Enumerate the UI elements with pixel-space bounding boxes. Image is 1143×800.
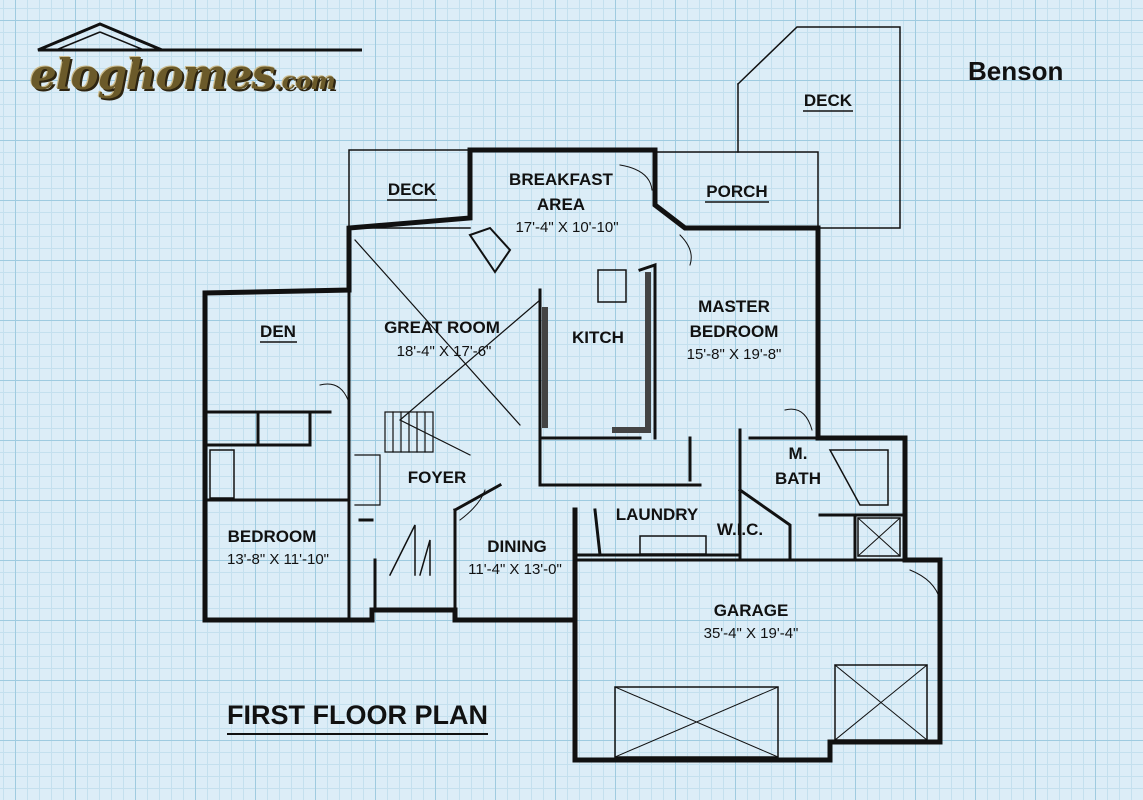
- plan-title: FIRST FLOOR PLAN: [227, 700, 488, 735]
- washer-icon: [639, 535, 707, 555]
- kitchen-sink-icon: [597, 269, 627, 303]
- master-label-1: MASTER: [698, 297, 770, 316]
- breakfast-label-1: BREAKFAST: [509, 170, 614, 189]
- brand-logo: eloghomes.com: [30, 50, 336, 99]
- den-label: DEN: [260, 322, 296, 341]
- bathtub-icon: [828, 449, 889, 506]
- master-dimensions: 15'-8" X 19'-8": [687, 346, 782, 363]
- kitchen-label: KITCH: [572, 328, 624, 347]
- bedroom-bath-tub-icon: [209, 449, 235, 499]
- brand-name: eloghomes: [30, 50, 275, 99]
- garage-door-left: [614, 686, 779, 758]
- brand-tld: .com: [274, 66, 335, 95]
- great-room-vault-lines: [354, 239, 541, 456]
- deck-top-outline: [736, 26, 901, 229]
- laundry-label: LAUNDRY: [616, 505, 699, 524]
- garage-door-right: [834, 664, 928, 741]
- garage-dimensions: 35'-4" X 19'-4": [704, 625, 799, 642]
- garage-label: GARAGE: [714, 601, 789, 620]
- dining-dimensions: 11'-4" X 13'-0": [468, 561, 562, 578]
- interior-walls: [203, 262, 907, 622]
- breakfast-label-2: AREA: [537, 195, 585, 214]
- mbath-label-1: M.: [789, 444, 808, 463]
- bedroom-dimensions: 13'-8" X 11'-10": [227, 551, 329, 568]
- master-label-2: BEDROOM: [690, 322, 779, 341]
- great-room-dimensions: 18'-4" X 17'-6": [397, 343, 492, 360]
- deck-left-label: DECK: [388, 180, 437, 199]
- plan-name: Benson: [968, 56, 1064, 86]
- deck-top-label: DECK: [804, 91, 853, 110]
- exterior-walls: [202, 147, 943, 763]
- great-room-label: GREAT ROOM: [384, 318, 500, 337]
- stairs-icon: [354, 411, 434, 506]
- porch-label: PORCH: [706, 182, 767, 201]
- foyer-label: FOYER: [408, 468, 467, 487]
- kitchen-counter-right: [612, 272, 651, 433]
- foyer-door-icon: [388, 524, 431, 577]
- mbath-label-2: BATH: [775, 469, 821, 488]
- door-swing-icon: [319, 164, 941, 601]
- dining-label: DINING: [487, 537, 547, 556]
- logo-roof-icon: [37, 22, 362, 52]
- shower-icon: [857, 517, 901, 557]
- bedroom-label: BEDROOM: [228, 527, 317, 546]
- porch-outline: [654, 151, 819, 229]
- wic-label: W.I.C.: [717, 520, 763, 539]
- breakfast-dimensions: 17'-4" X 10'-10": [515, 219, 618, 236]
- fireplace-icon: [468, 226, 512, 274]
